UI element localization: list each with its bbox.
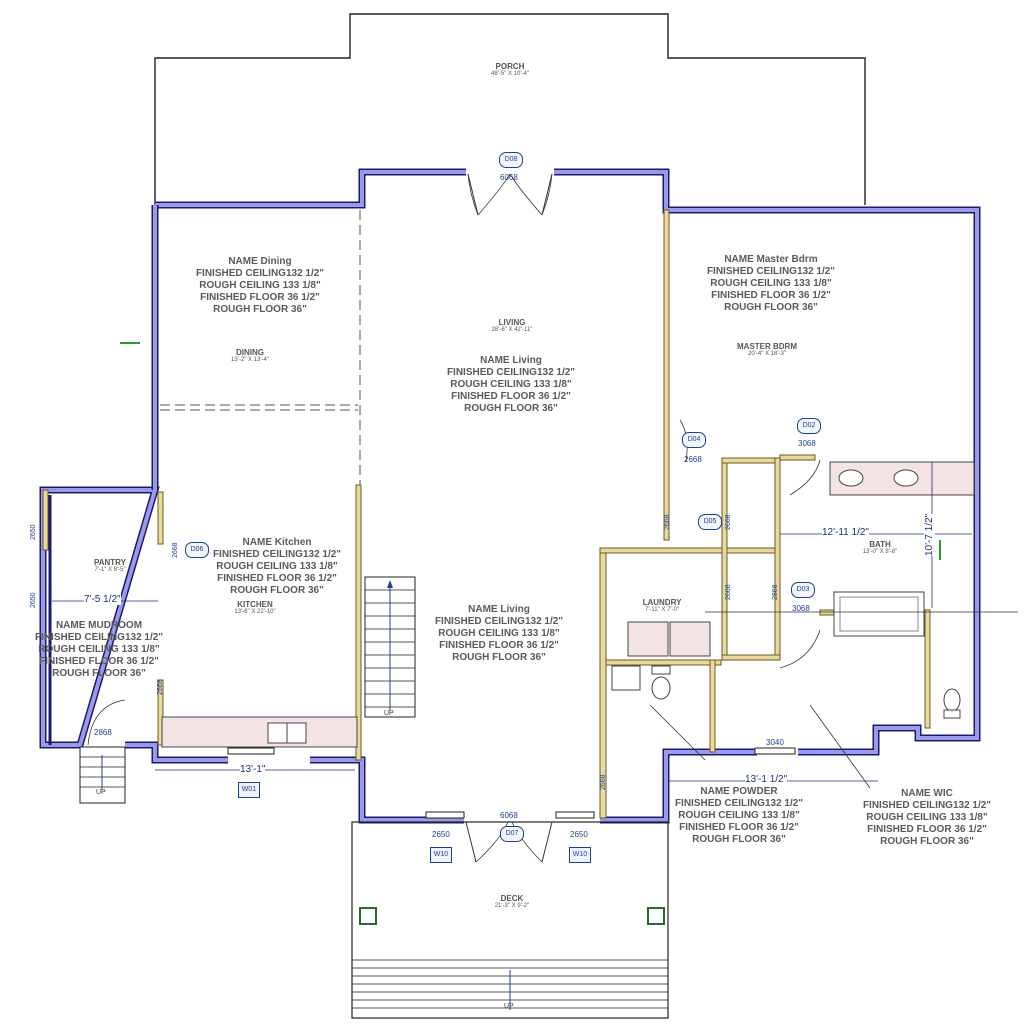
porch-outline xyxy=(154,13,866,205)
bath-width-dim: 12'-11 1/2" xyxy=(822,527,869,538)
laundry-door-code-a: 2668 xyxy=(725,584,732,600)
door-tag-d03: D03 xyxy=(791,582,815,598)
bath-depth-dim: 10'-7 1/2" xyxy=(924,513,935,556)
door-code-d06: 2668 xyxy=(172,542,179,558)
stair-up-label-deck: UP xyxy=(504,1003,514,1010)
kitchen-door-code: 2668 xyxy=(157,679,164,695)
hall-door-code: 2668 xyxy=(664,514,671,530)
window-code-w10-left: 2650 xyxy=(432,830,450,839)
pantry-width-dim: 7'-5 1/2" xyxy=(84,594,121,605)
door-code-d03: 3068 xyxy=(792,604,810,613)
stair-up-label-mudroom: UP xyxy=(96,789,106,796)
kitchen-width-dim: 13'-1" xyxy=(240,764,266,775)
window-tag-w10-left: W10 xyxy=(430,847,452,863)
powder-width-dim: 13'-1 1/2" xyxy=(745,774,788,785)
rear-window-code: 3040 xyxy=(766,738,784,747)
door-code-d07: 6068 xyxy=(500,811,518,820)
door-tag-d04: D04 xyxy=(682,432,706,448)
door-tag-d08: D08 xyxy=(499,152,523,168)
door-code-d02: 3068 xyxy=(798,439,816,448)
pantry-window-a: 2650 xyxy=(30,524,37,540)
pantry-window-b: 2650 xyxy=(30,592,37,608)
laundry-door-code-b: 2868 xyxy=(772,584,779,600)
door-code-d08: 6068 xyxy=(500,173,518,182)
door-tag-d06: D06 xyxy=(185,542,209,558)
window-tag-w01: W01 xyxy=(238,782,260,798)
stair-up-label-interior: UP xyxy=(384,710,394,717)
powder-door-code: 2668 xyxy=(600,774,607,790)
window-tag-w10-right: W10 xyxy=(569,847,591,863)
door-tag-d05: D05 xyxy=(698,514,722,530)
door-code-d04: 2668 xyxy=(684,455,702,464)
door-tag-d02: D02 xyxy=(797,418,821,434)
door-code-d05: 2668 xyxy=(725,514,732,530)
deck-outline xyxy=(351,821,669,1019)
mudroom-door-code: 2868 xyxy=(94,728,112,737)
window-code-w10-right: 2650 xyxy=(570,830,588,839)
door-tag-d07: D07 xyxy=(500,826,524,842)
